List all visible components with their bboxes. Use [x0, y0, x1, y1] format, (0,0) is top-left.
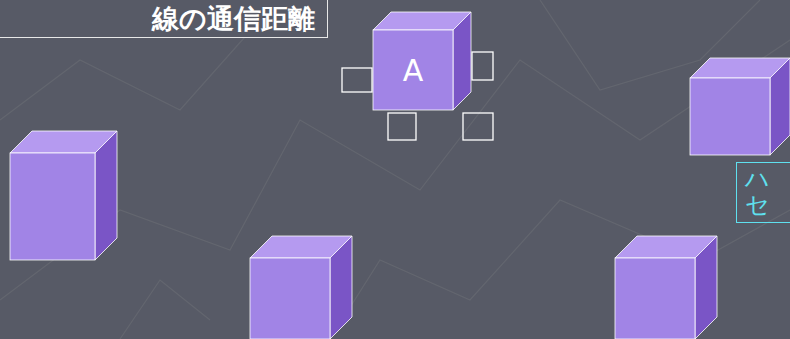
node-text: ハ セ: [745, 166, 771, 219]
cube-label: A: [373, 30, 453, 110]
cube-icon: [250, 236, 352, 339]
title-text: 線の通信距離: [152, 1, 315, 37]
cube-icon: [615, 236, 717, 339]
cube-icon: [10, 131, 117, 260]
callout-box: ハ セ: [736, 162, 790, 223]
cube-icon: [373, 12, 471, 110]
module-square: [342, 52, 493, 140]
title-box: 線の通信距離: [0, 0, 328, 38]
node-text: A: [403, 54, 424, 87]
cube-icon: [690, 58, 790, 155]
